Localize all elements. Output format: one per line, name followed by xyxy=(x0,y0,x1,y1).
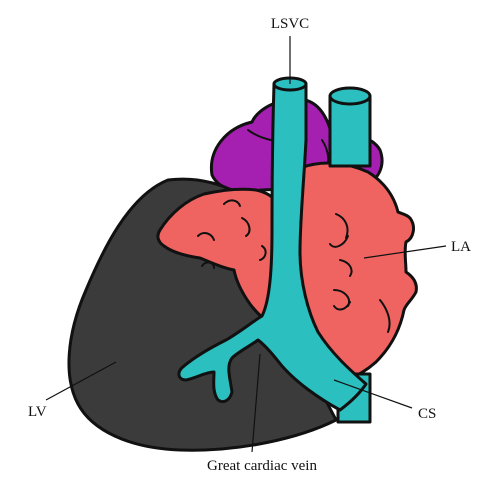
left-atrium xyxy=(287,161,418,386)
la-label: LA xyxy=(451,239,471,255)
great-cardiac-vein-label: Great cardiac vein xyxy=(207,458,317,474)
lsvc-vessel xyxy=(177,76,368,412)
lv-label: LV xyxy=(28,404,47,420)
lsvc-label: LSVC xyxy=(271,16,309,32)
la-leader xyxy=(363,245,447,259)
lv-leader xyxy=(45,361,117,401)
great-cardiac-vein-leader xyxy=(251,353,261,453)
cs-leader xyxy=(333,379,413,409)
cs-label: CS xyxy=(418,406,436,422)
